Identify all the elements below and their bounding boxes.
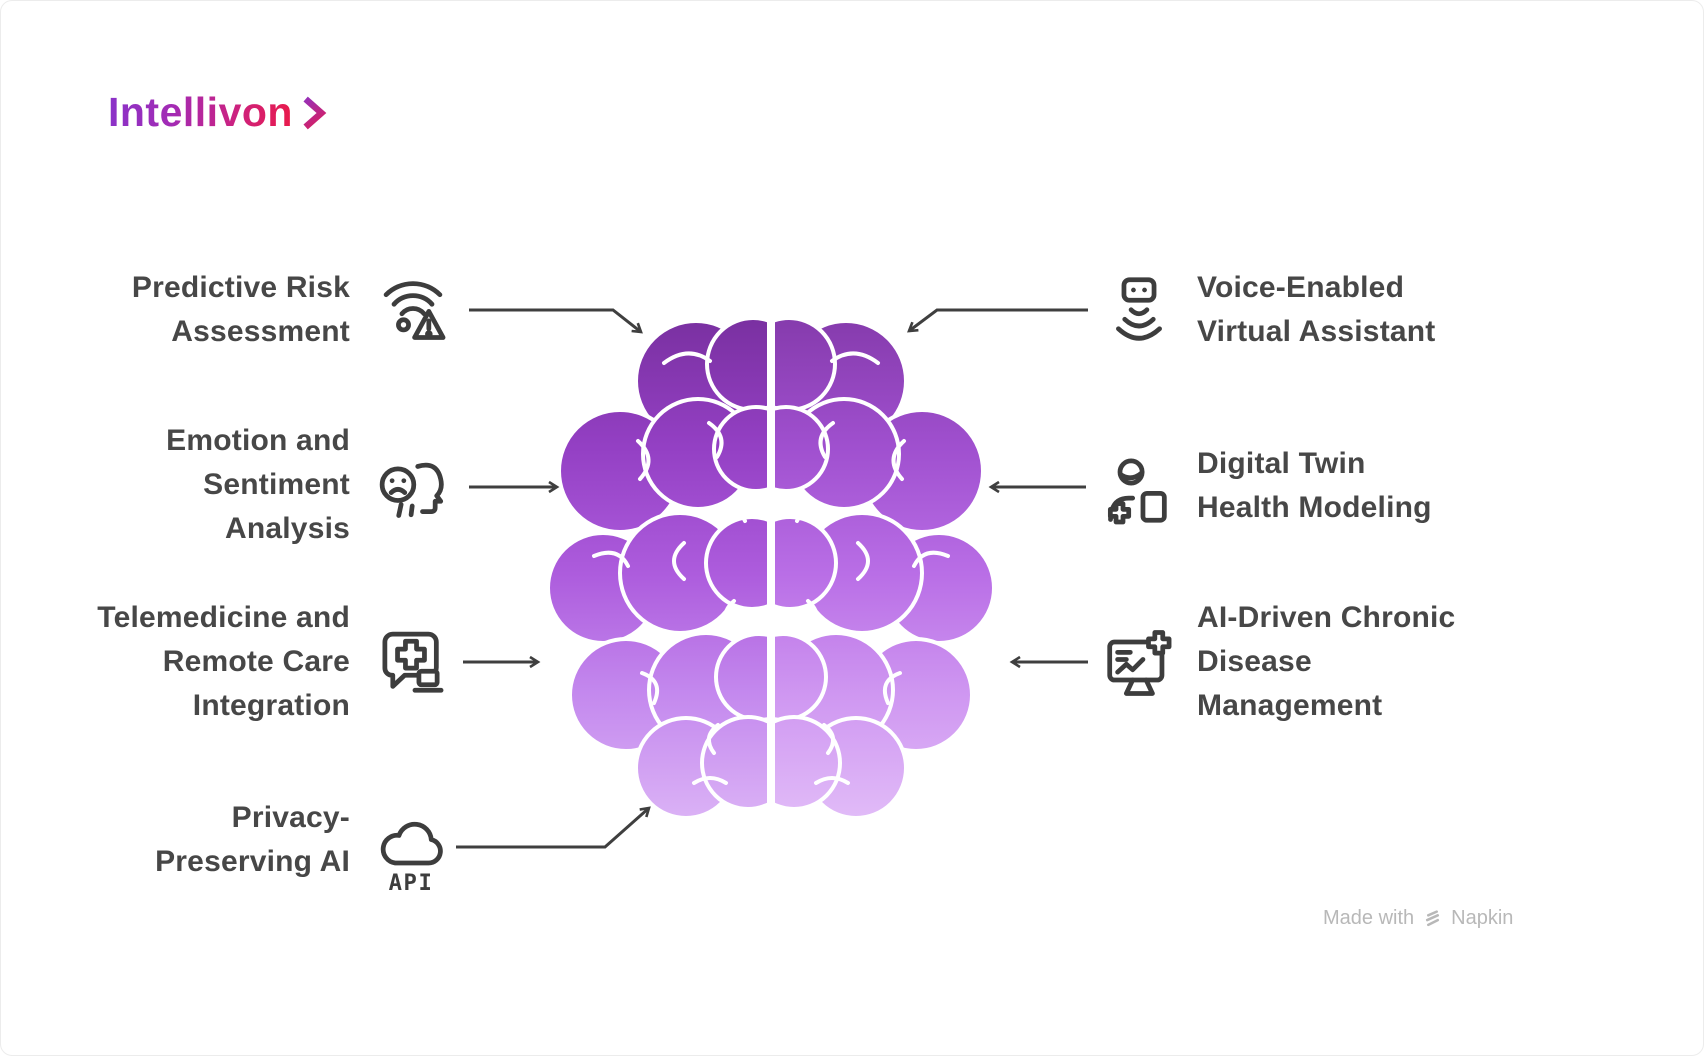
telemedicine-chat-icon [373, 623, 449, 699]
wifi-alert-icon [375, 271, 451, 347]
label-telemedicine-remote-care: Telemedicine and Remote Care Integration [1, 596, 350, 728]
label-line: Virtual Assistant [1197, 315, 1436, 348]
digital-twin-icon [1101, 453, 1177, 529]
napkin-brand-text: Napkin [1451, 907, 1514, 929]
label-line: Health Modeling [1197, 491, 1432, 524]
api-label: API [389, 870, 434, 896]
label-line: Remote Care [162, 645, 350, 678]
label-digital-twin-health-modeling: Digital Twin Health Modeling [1197, 442, 1627, 530]
label-emotion-sentiment-analysis: Emotion and Sentiment Analysis [1, 419, 350, 551]
label-line: Assessment [171, 315, 350, 348]
brain-right-hemisphere [775, 316, 996, 820]
label-line: Telemedicine and [97, 601, 350, 634]
label-predictive-risk-assessment: Predictive Risk Assessment [1, 266, 350, 354]
label-line: AI-Driven Chronic [1197, 601, 1456, 634]
label-ai-driven-chronic-disease: AI-Driven Chronic Disease Management [1197, 596, 1627, 728]
voice-assistant-icon [1101, 269, 1177, 349]
health-monitor-icon [1101, 627, 1177, 703]
made-with-napkin: Made with Napkin [1323, 907, 1513, 930]
label-line: Sentiment [203, 468, 350, 501]
label-privacy-preserving-ai: Privacy- Preserving AI [1, 796, 350, 884]
label-line: Analysis [225, 512, 350, 545]
label-line: Voice-Enabled [1197, 271, 1405, 304]
emotion-head-icon [375, 453, 451, 529]
label-line: Predictive Risk [131, 271, 350, 304]
brain-left-hemisphere [546, 316, 767, 820]
made-with-text: Made with [1323, 907, 1415, 929]
label-line: Disease [1197, 645, 1312, 678]
arrow-predictive-risk [469, 308, 643, 334]
label-line: Privacy- [231, 801, 350, 834]
chevron-right-icon [303, 96, 327, 129]
label-line: Management [1197, 689, 1383, 722]
label-voice-enabled-virtual-assistant: Voice-Enabled Virtual Assistant [1197, 266, 1627, 354]
label-line: Emotion and [166, 424, 350, 457]
arrow-voice [907, 308, 1088, 333]
label-line: Integration [192, 689, 350, 722]
api-cloud-icon: API [373, 809, 449, 898]
brand-logo-text: Intellivon [108, 89, 293, 135]
label-line: Preserving AI [155, 845, 350, 878]
brand-logo: Intellivon [108, 89, 327, 136]
brain-illustration [546, 316, 996, 820]
label-line: Digital Twin [1197, 447, 1366, 480]
arrow-privacy [456, 806, 651, 849]
napkin-logo-icon [1426, 910, 1440, 927]
